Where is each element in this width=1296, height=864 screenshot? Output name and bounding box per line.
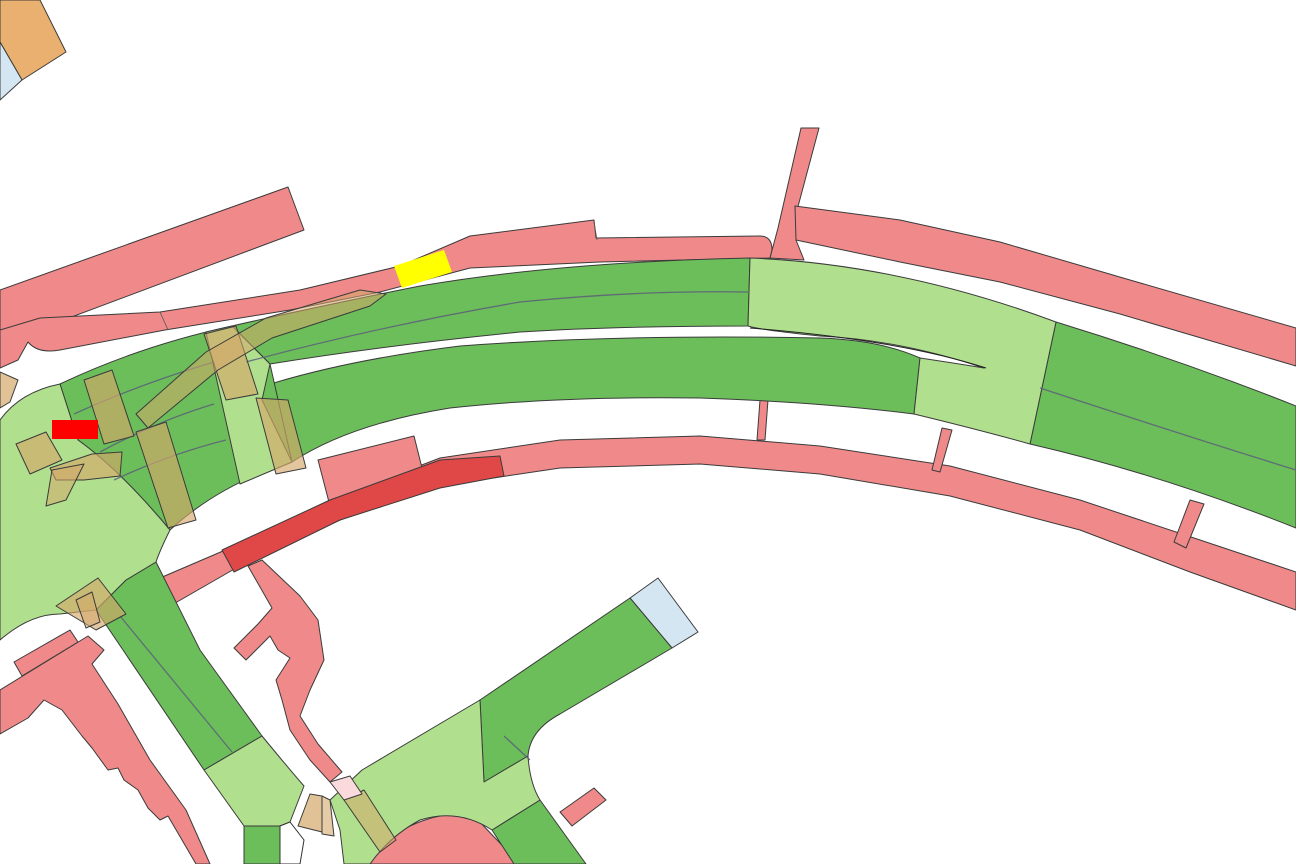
- yellow-marker[interactable]: [394, 250, 452, 288]
- sidewalk[interactable]: [559, 787, 607, 827]
- red-marker[interactable]: [52, 420, 98, 439]
- intersection[interactable]: [747, 257, 1057, 445]
- sidewalk-connector[interactable]: [1173, 499, 1205, 549]
- water-area[interactable]: [0, 41, 23, 101]
- road-layer: [59, 257, 1296, 864]
- bridge-overlay[interactable]: [135, 289, 387, 429]
- sidewalk-connector[interactable]: [756, 399, 769, 441]
- lane-line: [503, 735, 531, 761]
- sidewalk[interactable]: [233, 559, 343, 783]
- lane-line: [245, 291, 749, 363]
- crosswalk-highlight[interactable]: [329, 775, 363, 801]
- road-segment[interactable]: [243, 825, 281, 864]
- sidewalk[interactable]: [769, 127, 820, 261]
- sidewalk[interactable]: [0, 635, 211, 864]
- lane-line: [119, 615, 233, 753]
- road-segment[interactable]: [479, 597, 673, 783]
- building[interactable]: [0, 0, 67, 81]
- building-layer: [0, 0, 699, 649]
- crosswalk[interactable]: [203, 325, 259, 401]
- gap: [279, 821, 305, 864]
- sidewalk[interactable]: [0, 186, 305, 343]
- crosswalk-layer: [0, 289, 397, 864]
- selected-sidewalk[interactable]: [221, 455, 505, 573]
- crosswalk[interactable]: [15, 431, 63, 475]
- road-divider: [749, 327, 987, 369]
- crosswalk[interactable]: [75, 591, 101, 629]
- lane-line: [1039, 387, 1296, 471]
- crosswalk[interactable]: [255, 397, 307, 475]
- crosswalk[interactable]: [321, 795, 335, 837]
- marker-layer: [52, 250, 452, 439]
- crosswalk[interactable]: [297, 793, 323, 833]
- crosswalk[interactable]: [45, 463, 85, 507]
- crosswalk[interactable]: [0, 371, 19, 409]
- sidewalk[interactable]: [794, 205, 1296, 367]
- sidewalk[interactable]: [13, 629, 79, 677]
- crosswalk[interactable]: [135, 421, 197, 529]
- selection-layer: [221, 455, 505, 573]
- sidewalk-connector[interactable]: [931, 427, 953, 473]
